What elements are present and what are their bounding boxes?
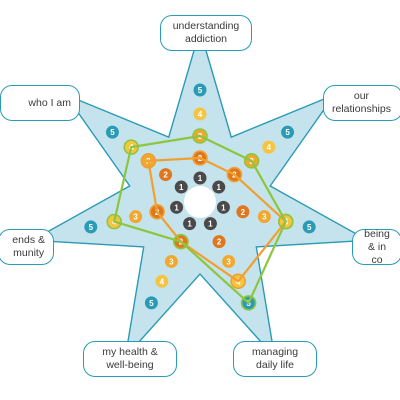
scale-dot (257, 210, 271, 224)
series-marker (240, 295, 257, 311)
center-circle (184, 186, 216, 218)
scale-dot-number: 5 (285, 128, 290, 137)
series-markers (106, 128, 294, 311)
label-our-relationships: our relationships (323, 85, 400, 121)
scale-dot-number: 5 (149, 299, 154, 308)
scale-dot-number: 5 (110, 128, 115, 137)
label-being-in-control: being & in co (352, 228, 400, 266)
scale-dot (159, 168, 173, 182)
scale-dot (193, 83, 207, 97)
scale-dot (105, 125, 119, 139)
label-friends-community: ends & munity (0, 229, 54, 265)
scale-dot-number: 4 (160, 277, 165, 286)
scale-dot-number: 1 (179, 183, 184, 192)
scale-dot (183, 217, 197, 231)
label-who-i-am: who I am (0, 85, 80, 121)
scale-dot-number: 1 (208, 220, 213, 229)
scale-dot (164, 254, 178, 268)
scale-dot (203, 217, 217, 231)
scale-dot-number: 5 (307, 223, 312, 232)
scale-dot-number: 3 (133, 213, 138, 222)
series-marker (230, 273, 246, 290)
series-line-orange (147, 156, 287, 283)
scale-dot (129, 210, 143, 224)
scale-dot-number: 5 (89, 223, 94, 232)
scale-dot (212, 180, 226, 194)
series-marker (173, 233, 189, 250)
scale-dot (84, 220, 98, 234)
scale-dot-number: 4 (267, 143, 272, 152)
series-marker (192, 128, 208, 144)
series-line-green (113, 134, 287, 305)
scale-dot-number: 4 (198, 110, 203, 119)
scale-dot (212, 235, 226, 249)
scale-dot (193, 171, 207, 185)
label-understanding-addiction: understanding addiction (160, 15, 252, 51)
scale-dot-number: 2 (217, 238, 222, 247)
scale-dot (170, 200, 184, 214)
scale-dot (155, 274, 169, 288)
series-marker (243, 153, 260, 169)
scale-dot (193, 107, 207, 121)
scale-dot-number: 1 (217, 183, 222, 192)
scale-dot-number: 3 (169, 257, 174, 266)
label-managing-daily-life: managing daily life (233, 341, 317, 377)
series-marker (192, 150, 208, 166)
scale-dot (222, 254, 236, 268)
scale-dot (262, 140, 276, 154)
scale-dot (236, 205, 250, 219)
series-marker (226, 166, 243, 183)
scale-dot-number: 3 (262, 213, 267, 222)
scale-dot-number: 1 (221, 203, 226, 212)
scale-dot (174, 180, 188, 194)
scale-dot (281, 125, 295, 139)
scale-dot-number: 2 (241, 208, 246, 217)
scale-dot (216, 200, 230, 214)
label-my-health: my health & well-being (83, 341, 177, 377)
series-marker (140, 153, 157, 169)
series-marker (277, 213, 294, 230)
series-marker (123, 139, 139, 155)
scale-dot-number: 3 (226, 257, 231, 266)
scale-dot-number: 1 (187, 220, 192, 229)
series-marker (149, 203, 165, 220)
scale-dot-number: 2 (163, 171, 168, 180)
scale-dot-number: 1 (198, 174, 203, 183)
scale-dot (144, 296, 158, 310)
scale-dot-number: 5 (198, 86, 203, 95)
series-marker (106, 213, 123, 230)
scale-dot-number: 1 (174, 203, 179, 212)
scale-dot (302, 220, 316, 234)
